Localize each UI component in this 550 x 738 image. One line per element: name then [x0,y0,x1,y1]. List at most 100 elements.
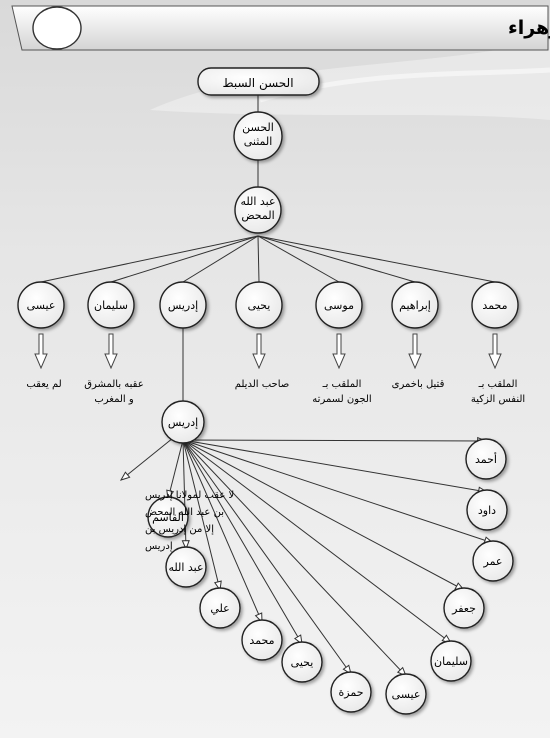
node-idris2: إدريس [161,400,205,444]
son-note: صاحب الديلم [235,379,290,390]
son-down-arrow [488,333,502,370]
node-label: إدريس [168,299,198,312]
edge-grandson-0 [182,439,487,442]
page-title: فتح رب السماء في تشجير مطالع الزهراء [508,17,550,39]
edge-son-3 [257,235,260,283]
title-bar: فتح رب السماء في تشجير مطالع الزهراء [11,5,550,51]
idris-note: إدريس [145,541,173,552]
node-grandson: القاسم [147,496,189,538]
root-pill [197,67,320,96]
node-grandson: عيسى [385,673,427,715]
node-circle [466,489,508,531]
node-circle [471,281,519,329]
idris-note: بن عبد الله المحض [145,507,224,518]
node-label: عيسى [27,299,56,312]
node-circle [391,281,439,329]
node-circle [472,540,514,582]
edge-grandson-5 [182,439,407,677]
node-circle [234,186,282,234]
edge-grandson-8 [182,439,263,623]
node-label: الحسن [242,121,274,134]
node-grandson: محمد [241,619,283,661]
son-down-arrow-shape [488,333,502,370]
edge-grandson-6 [182,439,352,675]
edge-grandson-11 [167,439,184,500]
edge-son-5 [110,235,259,283]
node-circle [430,640,472,682]
node-son: محمد [471,281,519,329]
son-down-arrow [34,333,48,370]
node-circle [165,546,207,588]
node-label: علي [210,602,229,615]
node-circle [161,400,205,444]
node-son: موسى [315,281,363,329]
node-label: أحمد [475,452,497,466]
node-grandson: عمر [472,540,514,582]
root-label: الحسن السبط [222,76,293,91]
node-grandson: حمزة [330,671,372,713]
node-grandson: جعفر [443,587,485,629]
son-down-arrow [332,333,346,370]
node-son: إبراهيم [391,281,439,329]
node-label: جعفر [451,602,476,615]
node-circle [465,438,507,480]
edge-grandson-4 [182,439,452,644]
edge-son-4 [182,235,259,283]
idris-note: لا عقب لمولانا إدريس [145,490,234,501]
edge-grandson-10 [182,439,187,550]
node-label: داود [478,504,496,517]
edge-grandson-7 [182,439,303,645]
node-label: يحيى [291,656,314,669]
son-note: قتيل باخمرى [392,379,445,390]
node-circle [241,619,283,661]
node-circle [315,281,363,329]
idris-note: إلا من إدريس بن [145,524,214,535]
node-label: محمد [249,634,274,647]
node-grandson: عبد الله [165,546,207,588]
edge-son-0 [257,235,496,283]
son-down-arrow [104,333,118,370]
tree-edges [34,95,502,677]
son-note: الملقب بـ [322,379,362,390]
edge-grandson-10-head [181,540,190,551]
node-label: موسى [324,299,354,312]
node-grandson: سليمان [430,640,472,682]
node-label: القاسم [152,511,184,524]
son-down-arrow-shape [34,333,48,370]
title-ornament [32,6,82,50]
edge-son-2 [257,235,340,283]
node-son: إدريس [159,281,207,329]
node-label: سليمان [94,299,128,312]
node-label: المحض [241,209,274,222]
node-label: عبد الله [168,561,203,574]
node-label: إبراهيم [399,299,431,312]
node-circle [147,496,189,538]
node-grandson: يحيى [281,641,323,683]
node-circle [87,281,135,329]
node-circle [443,587,485,629]
edge-grandson-3 [182,439,465,591]
node-circle [330,671,372,713]
node-circle [385,673,427,715]
node-circle [281,641,323,683]
node-label: عمر [483,555,503,568]
son-note: الجون لسمرته [312,394,371,405]
son-note: النفس الزكية [471,394,525,405]
node-grandson: علي [199,587,241,629]
edge-son-1 [257,235,416,283]
node-label: عيسى [392,688,421,701]
node-label: محمد [482,299,507,312]
edge-idris-note-head [119,471,131,481]
node-grandson: داود [466,489,508,531]
son-note: لم يعقب [26,379,61,390]
son-note: و المغرب [94,394,134,405]
son-note: عقبه بالمشرق [84,379,143,390]
node-label: إدريس [168,416,198,429]
node-son: سليمان [87,281,135,329]
node-label: المثنى [244,135,273,148]
